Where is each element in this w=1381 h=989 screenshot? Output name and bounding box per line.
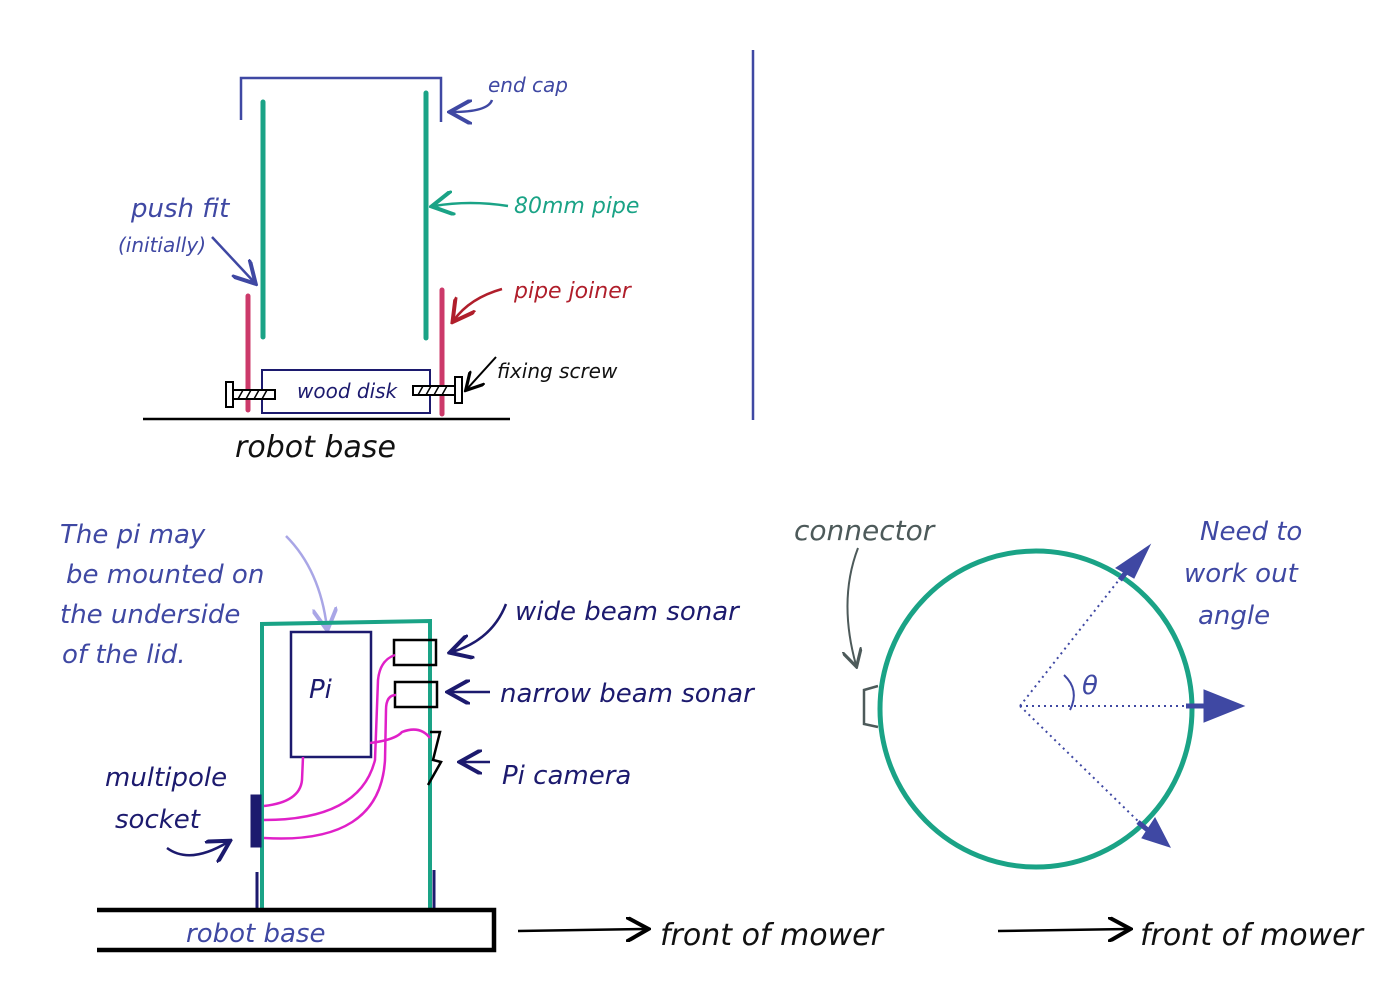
wide-beam-sonar-label: wide beam sonar <box>515 597 741 627</box>
connector <box>862 684 879 729</box>
pi-camera <box>426 730 443 786</box>
wide-beam-sonar <box>392 638 438 667</box>
socket-label: socket <box>115 805 201 835</box>
angle-note-line-1: Need to <box>1200 517 1302 547</box>
wiring <box>263 653 431 840</box>
end-cap-label: end cap <box>488 73 568 97</box>
end-cap-arrow <box>452 99 494 112</box>
pi-board <box>289 630 373 759</box>
angle-theta-label: θ <box>1082 671 1098 701</box>
top-view-diagram: connector θ Need to work out angle front… <box>794 514 1365 953</box>
push-fit-arrow <box>211 236 254 282</box>
front-direction-arrow-top <box>997 929 1128 931</box>
connector-label: connector <box>794 514 936 547</box>
angle-note-line-3: angle <box>1198 601 1270 631</box>
wide-sonar-arrow <box>452 603 508 652</box>
robot-base-plate <box>97 907 497 953</box>
pi-mount-note-line-2: be mounted on <box>66 560 264 590</box>
pi-note-arrow <box>285 535 327 628</box>
push-fit-note: (initially) <box>118 233 206 257</box>
narrow-beam-sonar-label: narrow beam sonar <box>500 679 756 709</box>
pi-board-label: Pi <box>309 675 333 705</box>
pi-camera-label: Pi camera <box>502 761 631 791</box>
pi-mount-note-line-3: the underside <box>60 600 240 630</box>
pi-mount-note-line-1: The pi may <box>60 520 206 550</box>
multipole-label: multipole <box>105 763 227 793</box>
front-of-mower-label: front of mower <box>660 918 885 953</box>
housing-outline <box>260 618 432 908</box>
end-cap <box>239 76 443 122</box>
fixing-screw-left <box>225 381 276 408</box>
fixing-screw-label: fixing screw <box>497 359 618 383</box>
front-of-mower-label-top: front of mower <box>1140 918 1365 953</box>
robot-base-label: robot base <box>235 430 396 465</box>
sonar-direction-arrows <box>1115 543 1246 848</box>
multipole-arrow <box>166 842 228 855</box>
pipe-joiner-label: pipe joiner <box>513 279 633 304</box>
fixing-screw-arrow <box>467 356 497 389</box>
pipe-joiner-arrow <box>454 287 503 320</box>
side-view-diagram: wood disk robot base end cap 80mm pipe p… <box>118 73 639 465</box>
connector-arrow <box>847 547 858 665</box>
front-direction-arrow <box>517 929 646 931</box>
robot-base-label: robot base <box>186 919 325 949</box>
pipe-arrow <box>434 203 509 206</box>
wood-disk-label: wood disk <box>297 379 399 403</box>
push-fit-label: push fit <box>130 194 230 224</box>
internal-view-diagram: The pi may be mounted on the underside o… <box>60 520 885 953</box>
pipe-label: 80mm pipe <box>514 194 639 219</box>
fixing-screw-right <box>412 376 463 404</box>
angle-note-line-2: work out <box>1184 559 1299 589</box>
pipe-cross-section <box>877 548 1195 870</box>
angle-arc <box>1063 674 1075 711</box>
multipole-socket <box>250 794 262 848</box>
sonar-beam-lines <box>1019 575 1186 824</box>
pi-mount-note-line-4: of the lid. <box>62 640 185 670</box>
